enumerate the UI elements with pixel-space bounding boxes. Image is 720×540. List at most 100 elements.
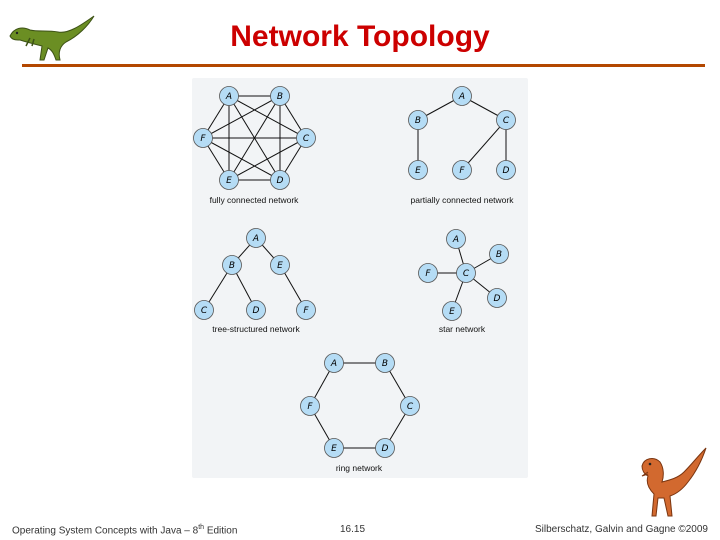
node-label: E <box>449 307 455 317</box>
node-ring-A: A <box>324 353 344 373</box>
node-circle <box>375 438 395 458</box>
node-label: C <box>201 306 208 316</box>
node-label: A <box>330 359 337 369</box>
node-circle <box>487 288 507 308</box>
node-circle <box>222 255 242 275</box>
node-circle <box>270 170 290 190</box>
node-partial-C: C <box>496 110 516 130</box>
dinosaur-mascot-icon <box>641 447 707 517</box>
node-fully-E: E <box>219 170 239 190</box>
caption-fully: fully connected network <box>210 195 300 205</box>
footer-copyright: Silberschatz, Galvin and Gagne ©2009 <box>534 524 708 535</box>
node-tree-D: D <box>246 300 266 320</box>
node-circle <box>400 396 420 416</box>
node-partial-D: D <box>496 160 516 180</box>
edge-fully-D-F <box>202 137 281 181</box>
node-circle <box>300 396 320 416</box>
node-fully-C: C <box>296 128 316 148</box>
node-circle <box>375 353 395 373</box>
node-circle <box>194 300 214 320</box>
node-label: B <box>277 92 283 102</box>
node-circle <box>324 353 344 373</box>
footer-book-title: Operating System Concepts with Java – 8t… <box>12 524 237 536</box>
node-label: D <box>277 176 284 186</box>
dinosaur-logo-icon <box>9 15 95 61</box>
node-circle <box>408 160 428 180</box>
node-label: D <box>253 306 260 316</box>
node-tree-E: E <box>270 255 290 275</box>
node-label: B <box>496 250 502 260</box>
node-star-F: F <box>418 263 438 283</box>
node-ring-D: D <box>375 438 395 458</box>
node-circle <box>442 301 462 321</box>
node-label: F <box>303 306 309 316</box>
node-ring-B: B <box>375 353 395 373</box>
node-circle <box>219 86 239 106</box>
edge-fully-B-F <box>202 95 281 139</box>
node-label: C <box>407 402 414 412</box>
node-circle <box>270 86 290 106</box>
node-circle <box>219 170 239 190</box>
caption-star: star network <box>439 324 486 334</box>
node-label: E <box>277 261 283 271</box>
caption-tree: tree-structured network <box>212 324 300 334</box>
node-circle <box>408 110 428 130</box>
node-star-A: A <box>446 229 466 249</box>
node-ring-E: E <box>324 438 344 458</box>
node-label: D <box>382 444 389 454</box>
node-partial-A: A <box>452 86 472 106</box>
node-partial-B: B <box>408 110 428 130</box>
node-circle <box>496 110 516 130</box>
node-fully-A: A <box>219 86 239 106</box>
node-tree-A: A <box>246 228 266 248</box>
footer-book-title-suffix: Edition <box>204 525 238 537</box>
node-star-D: D <box>487 288 507 308</box>
node-label: D <box>503 166 510 176</box>
node-ring-F: F <box>300 396 320 416</box>
node-fully-F: F <box>193 128 213 148</box>
node-circle <box>296 300 316 320</box>
node-circle <box>456 263 476 283</box>
node-label: C <box>503 116 510 126</box>
node-circle <box>296 128 316 148</box>
node-partial-F: F <box>452 160 472 180</box>
node-circle <box>270 255 290 275</box>
node-star-C: C <box>456 263 476 283</box>
node-label: B <box>415 116 421 126</box>
node-label: E <box>415 166 421 176</box>
caption-ring: ring network <box>336 463 383 473</box>
node-circle <box>446 229 466 249</box>
node-circle <box>324 438 344 458</box>
node-circle <box>489 244 509 264</box>
node-star-E: E <box>442 301 462 321</box>
node-tree-B: B <box>222 255 242 275</box>
node-circle <box>496 160 516 180</box>
node-ring-C: C <box>400 396 420 416</box>
node-tree-F: F <box>296 300 316 320</box>
node-circle <box>246 228 266 248</box>
node-label: B <box>229 261 235 271</box>
title-rule <box>22 64 705 67</box>
node-label: A <box>225 92 232 102</box>
node-tree-C: C <box>194 300 214 320</box>
node-label: C <box>303 134 310 144</box>
node-circle <box>452 86 472 106</box>
slide-title: Network Topology <box>230 20 490 53</box>
node-label: F <box>425 269 431 279</box>
edge-partial-C-F <box>461 119 507 171</box>
node-star-B: B <box>489 244 509 264</box>
node-label: F <box>307 402 313 412</box>
node-label: A <box>252 234 259 244</box>
node-label: A <box>458 92 465 102</box>
node-label: B <box>382 359 388 369</box>
node-fully-B: B <box>270 86 290 106</box>
node-label: E <box>226 176 232 186</box>
footer-book-title-superscript: th <box>198 524 205 531</box>
node-label: A <box>452 235 459 245</box>
footer-page-number: 16.15 <box>340 524 366 535</box>
